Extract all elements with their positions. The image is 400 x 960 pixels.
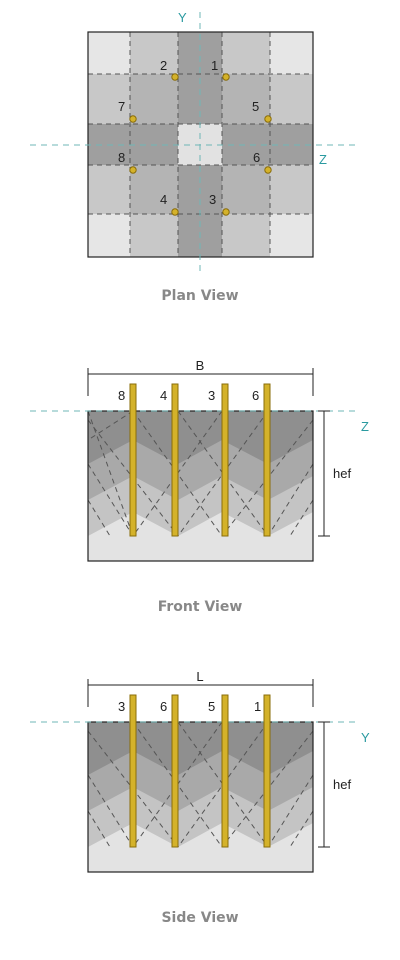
plan-cone-nw	[130, 74, 178, 124]
plan-cone-sw	[130, 165, 178, 214]
side-anchor-label: 3	[118, 699, 125, 714]
plan-axis-y-label: Y	[178, 10, 187, 25]
side-anchor-label: 6	[160, 699, 167, 714]
side-dimension-hef: hef	[333, 777, 351, 792]
front-anchor-label: 8	[118, 388, 125, 403]
plan-anchor-label: 3	[209, 192, 216, 207]
plan-anchor-label: 2	[160, 58, 167, 73]
plan-anchor-1: 1	[211, 58, 230, 81]
side-anchor-bar	[263, 694, 271, 848]
front-dimension-b: B	[196, 358, 205, 373]
side-anchor-bar	[129, 694, 137, 848]
front-anchor-label: 6	[252, 388, 259, 403]
plan-anchor-6: 6	[253, 150, 272, 174]
plan-axis-z-label: Z	[319, 152, 327, 167]
plan-caption: Plan View	[161, 288, 238, 304]
plan-anchor-8: 8	[118, 150, 137, 174]
front-anchor-bar	[263, 383, 271, 537]
front-axis-label: Z	[361, 419, 369, 434]
side-cone-dark	[88, 722, 313, 775]
plan-cone-se	[222, 165, 270, 214]
plan-anchor-label: 5	[252, 99, 259, 114]
front-anchor-bar	[129, 383, 137, 537]
plan-anchor-7: 7	[118, 99, 137, 123]
plan-anchor-5: 5	[252, 99, 272, 123]
plan-anchor-label: 1	[211, 58, 218, 73]
front-cone-dark	[88, 411, 313, 464]
plan-anchor-label: 7	[118, 99, 125, 114]
side-dimension-l: L	[196, 669, 203, 684]
side-anchors: 3 6 5 1	[118, 694, 271, 848]
front-anchor-label: 3	[208, 388, 215, 403]
plan-anchor-label: 4	[160, 192, 167, 207]
side-anchor-label: 1	[254, 699, 261, 714]
side-anchor-bar	[171, 694, 179, 848]
plan-view: Y Z 2 1 7 5 8 6 4	[30, 10, 360, 304]
front-caption: Front View	[158, 599, 243, 615]
plan-anchor-4: 4	[160, 192, 179, 216]
plan-anchor-label: 6	[253, 150, 260, 165]
plan-anchor-3: 3	[209, 192, 230, 216]
side-anchor-label: 5	[208, 699, 215, 714]
front-anchors: 8 4 3 6	[118, 383, 271, 537]
plan-anchor-label: 8	[118, 150, 125, 165]
front-dimension-hef: hef	[333, 466, 351, 481]
front-anchor-bar	[221, 383, 229, 537]
side-anchor-bar	[221, 694, 229, 848]
side-axis-label: Y	[361, 730, 370, 745]
front-view: B Z	[30, 358, 369, 615]
front-anchor-bar	[171, 383, 179, 537]
side-caption: Side View	[161, 910, 238, 926]
plan-cone-ne	[222, 74, 270, 124]
side-view: L Y 3 6 5	[30, 669, 370, 926]
front-anchor-label: 4	[160, 388, 167, 403]
plan-anchor-2: 2	[160, 58, 179, 81]
